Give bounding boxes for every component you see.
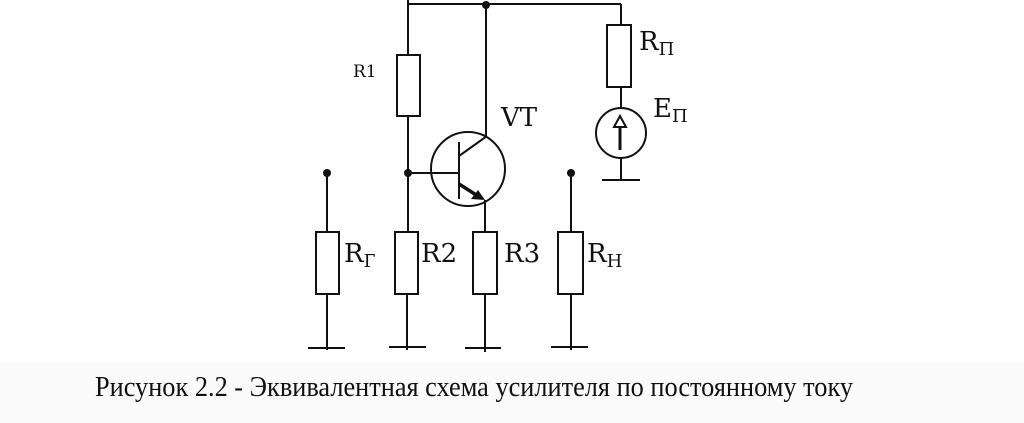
rp-subscript: П: [659, 39, 675, 60]
arrow-up-icon: [612, 113, 628, 128]
transistor-vt: VT: [408, 5, 538, 232]
resistor-r3: R3: [465, 231, 540, 352]
voltage-source-ep: EП: [595, 94, 688, 181]
resistor-rp: RП: [606, 24, 674, 108]
resistor-r1: R1: [353, 54, 421, 232]
rg-subscript: Г: [364, 251, 376, 272]
rn-subscript: Н: [607, 251, 623, 272]
r3-label: R3: [504, 239, 540, 269]
ep-subscript: П: [672, 106, 688, 127]
supply-rail: [407, 0, 622, 55]
emitter-arrow-icon: [471, 190, 485, 200]
figure-caption: Рисунок 2.2 - Эквивалентная схема усилит…: [95, 372, 854, 403]
rp-label: R: [639, 27, 660, 57]
resistor-rg: RГ: [308, 169, 376, 350]
svg-text:EП: EП: [653, 94, 688, 127]
vt-label: VT: [500, 103, 538, 133]
caption-band: [0, 363, 1024, 423]
r2-label: R2: [421, 239, 457, 269]
svg-text:RП: RП: [639, 27, 674, 60]
circuit-schematic: R1 VT RП EП RГ: [308, 0, 688, 352]
r1-label: R1: [353, 62, 377, 82]
resistor-rn: RН: [551, 169, 622, 350]
svg-text:RН: RН: [587, 239, 622, 272]
rn-label: R: [587, 239, 608, 269]
rg-label: R: [344, 239, 365, 269]
resistor-r2: R2: [389, 231, 457, 350]
svg-text:RГ: RГ: [344, 239, 376, 272]
ep-label: E: [653, 94, 672, 124]
